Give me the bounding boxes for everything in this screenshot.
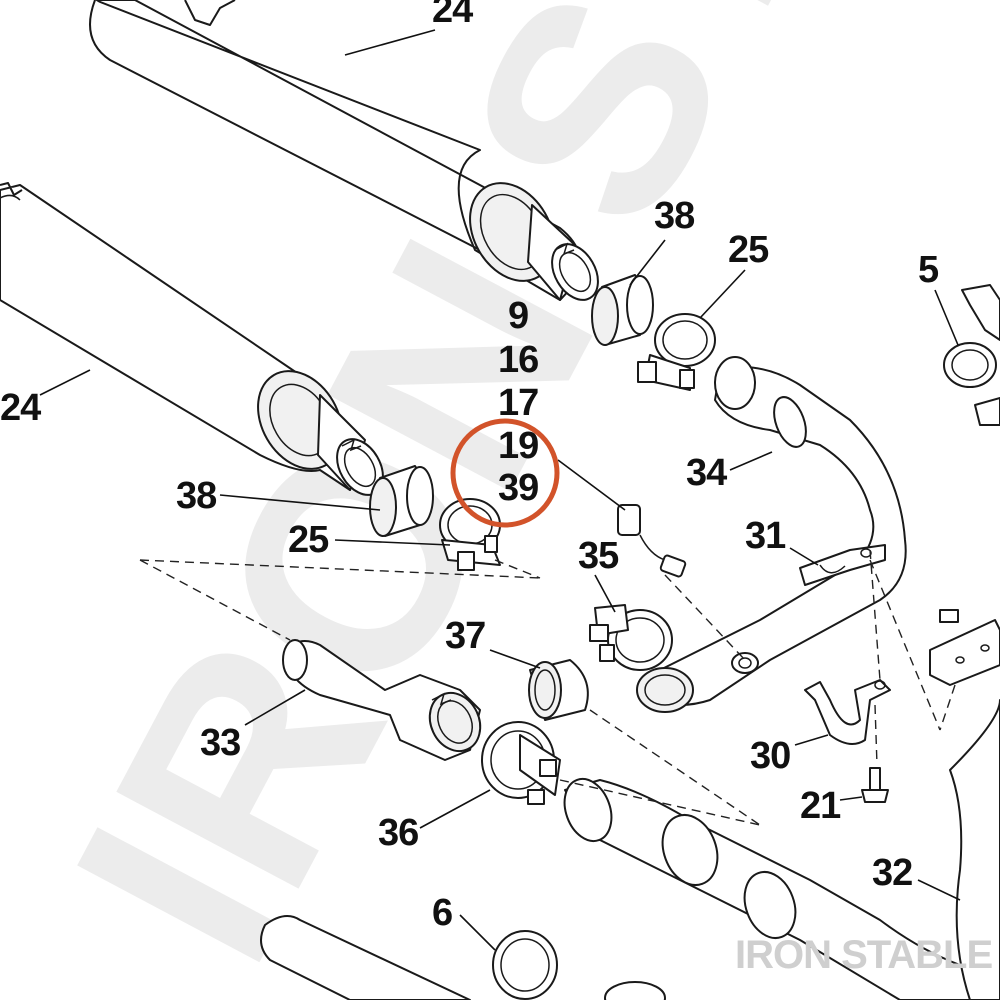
callout-37: 37 [445, 615, 485, 657]
clamp-36 [481, 721, 561, 805]
callout-33: 33 [200, 722, 240, 764]
callout-38-left: 38 [176, 475, 216, 517]
brand-watermark: IRON STABLE [735, 933, 992, 977]
assembly-lines [139, 549, 956, 826]
callout-21: 21 [800, 785, 841, 827]
bracket-31 [799, 544, 886, 586]
callout-39: 39 [498, 467, 538, 509]
callout-16: 16 [498, 339, 538, 381]
crossover-pipe-33 [282, 639, 482, 761]
callout-34: 34 [686, 452, 727, 494]
callout-25-top: 25 [728, 229, 769, 271]
callout-25-left: 25 [288, 519, 329, 561]
gasket-38-upper [591, 274, 654, 346]
callout-labels: 24 24 38 25 5 9 16 17 19 39 38 25 34 31 … [0, 0, 940, 934]
callout-17: 17 [498, 382, 538, 424]
callout-35: 35 [578, 535, 619, 577]
o2-sensor [617, 504, 687, 578]
highlight-circle [450, 418, 560, 528]
callout-5: 5 [918, 249, 939, 291]
callout-9: 9 [508, 295, 528, 337]
callout-36: 36 [378, 812, 418, 854]
callout-19: 19 [498, 425, 538, 467]
gasket-38-lower [369, 465, 434, 537]
header-pipe-32 [563, 699, 1000, 1000]
gasket-37 [528, 659, 589, 721]
muffler-lower [0, 182, 384, 496]
callout-38-top: 38 [654, 195, 694, 237]
callout-6: 6 [432, 892, 452, 934]
muffler-upper [89, 0, 599, 301]
callout-24-left: 24 [0, 387, 41, 429]
clamp-25-lower [439, 498, 501, 571]
callout-30: 30 [750, 735, 790, 777]
bolt-21 [861, 767, 889, 803]
leader-lines [39, 29, 961, 951]
mount-bracket-right [929, 609, 1000, 686]
callout-31: 31 [745, 515, 786, 557]
clamp-6 [260, 915, 666, 1000]
clamp-25-upper [637, 313, 716, 391]
bracket-30 [804, 679, 891, 745]
callout-32: 32 [872, 852, 912, 894]
clamp-35 [589, 604, 673, 671]
callout-24-top: 24 [432, 0, 473, 31]
header-pipe-34 [636, 356, 907, 713]
clamp-5 [943, 284, 1000, 426]
